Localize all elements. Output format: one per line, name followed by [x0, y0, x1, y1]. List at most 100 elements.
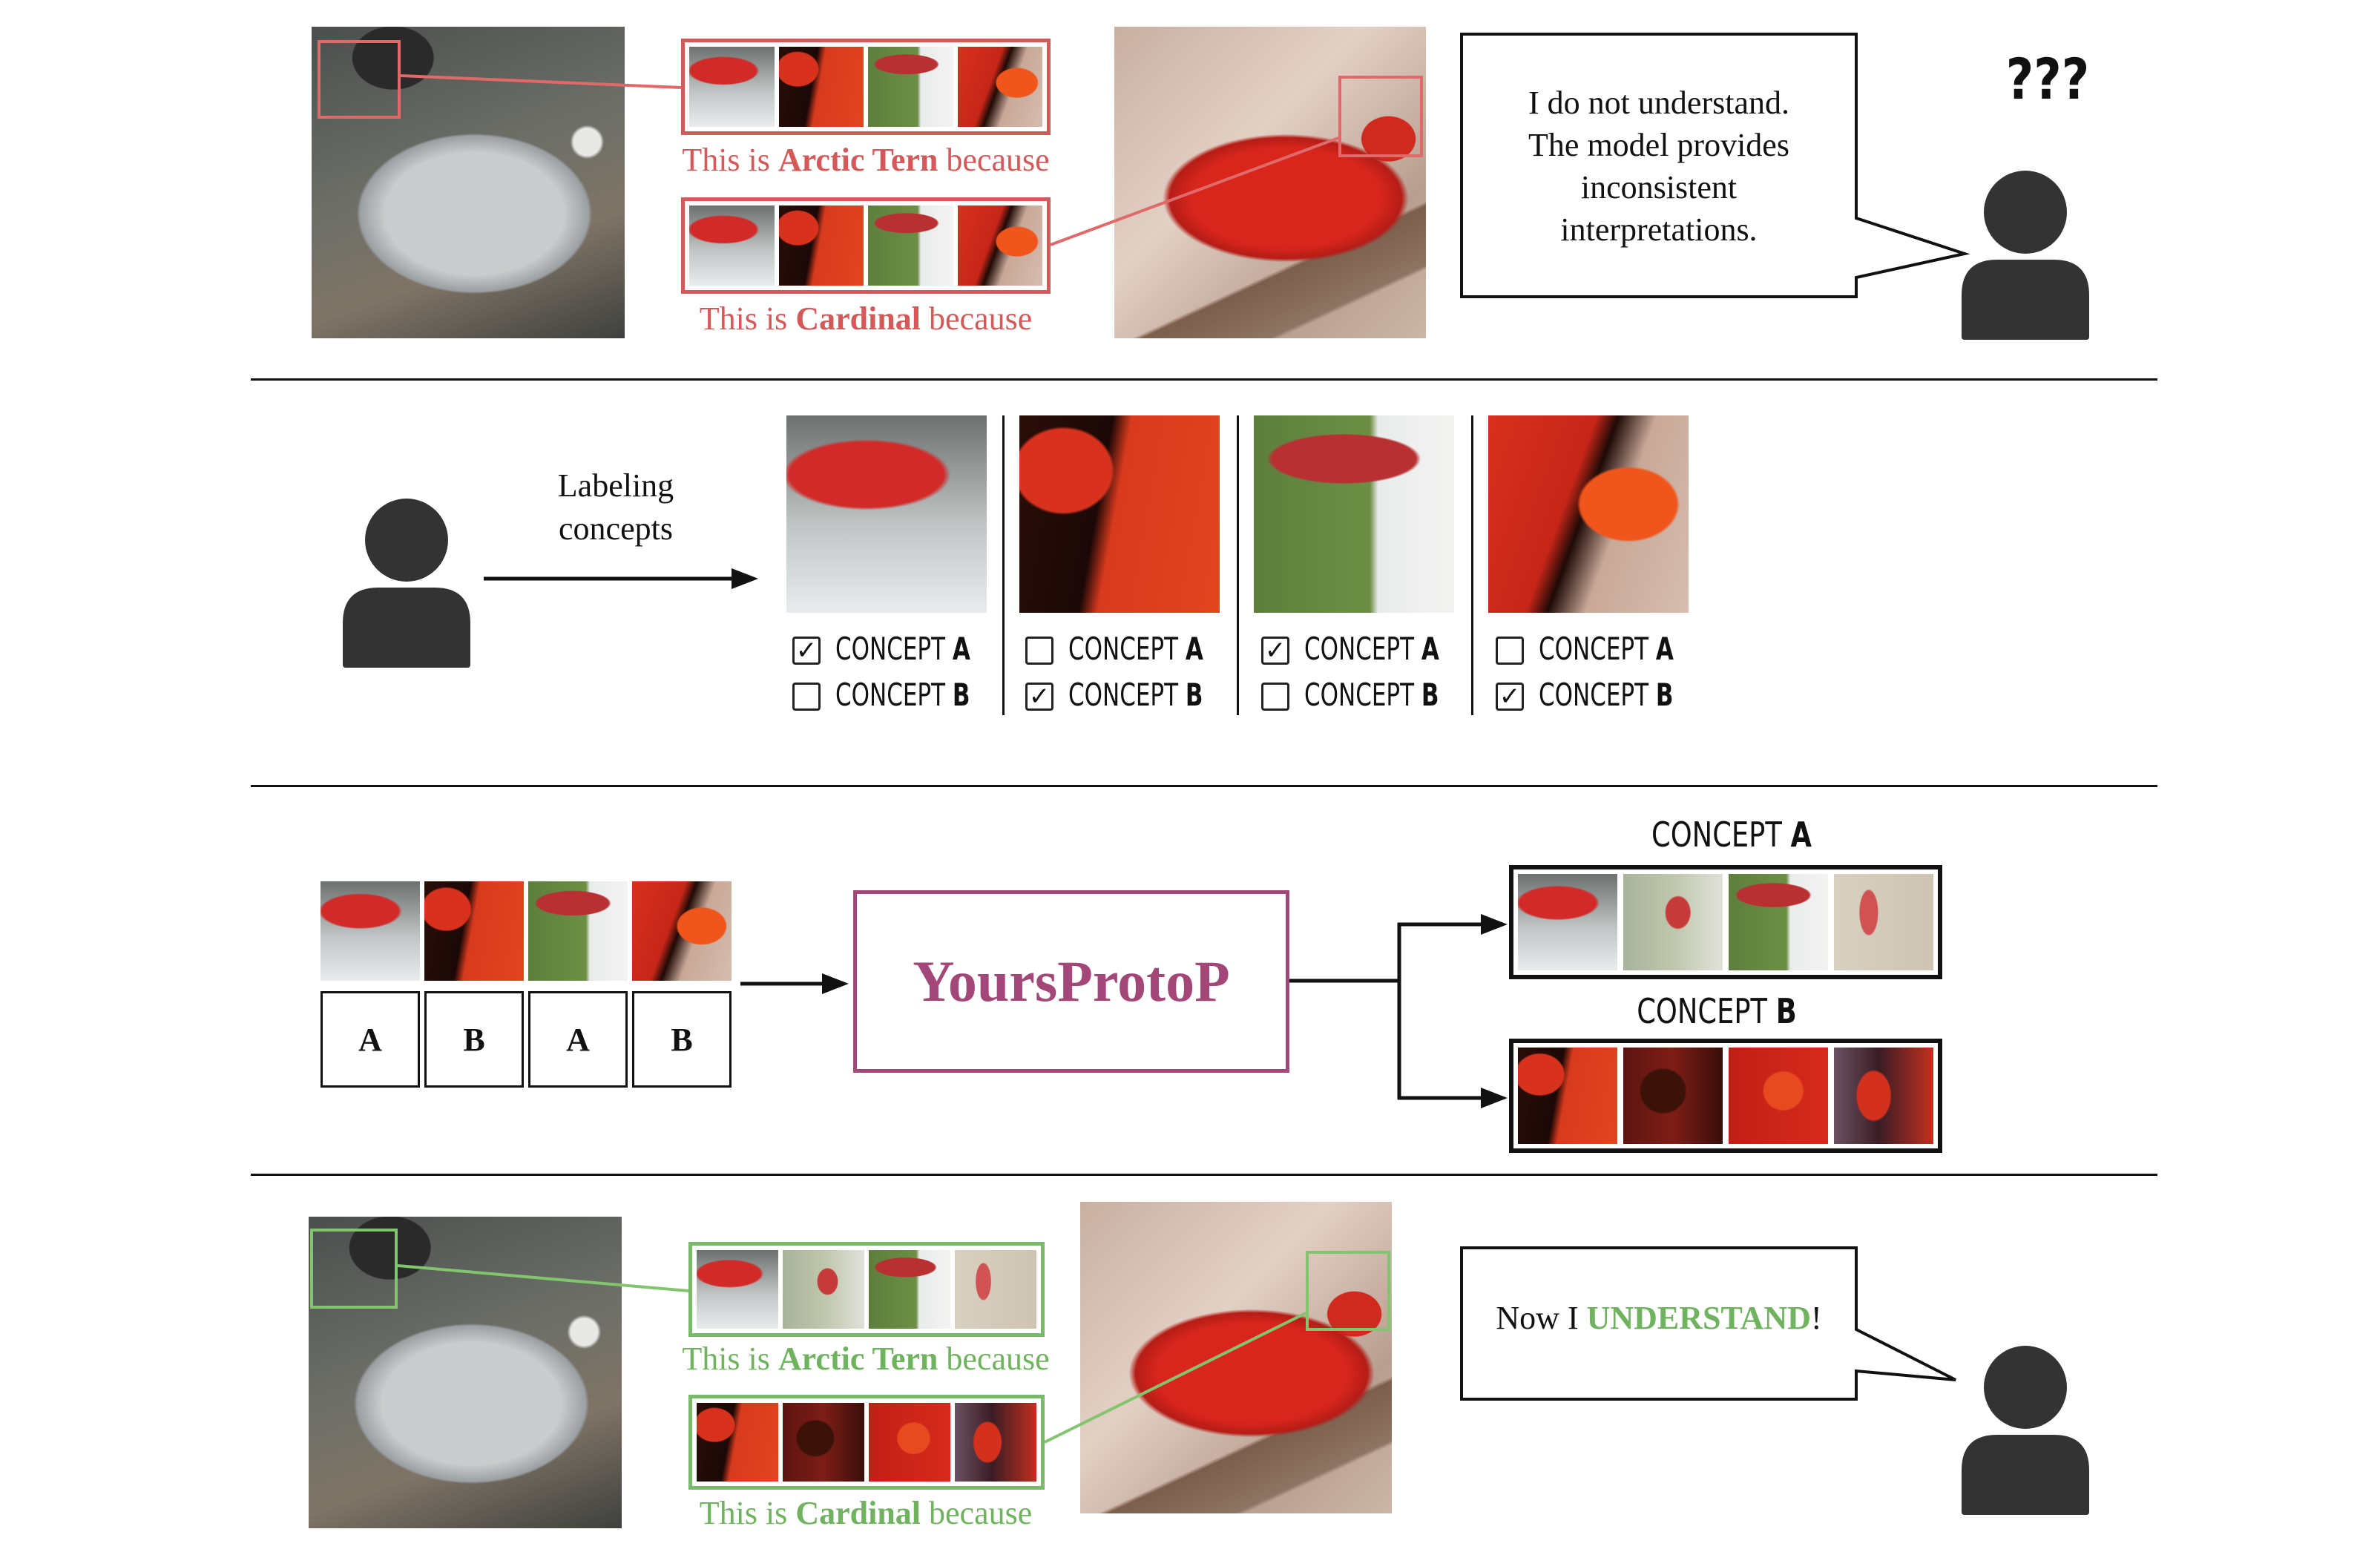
speech-bubble-icon	[1460, 1246, 1956, 1401]
concept-a-prototypes	[1509, 865, 1942, 979]
output-concept-a-title: CONCEPT A	[1651, 815, 1812, 855]
tern-beak-highlight	[318, 40, 401, 119]
arctic-tern-photo	[309, 1217, 622, 1528]
prototype-b-3	[1729, 1048, 1828, 1144]
cardinal-prototype-strip	[688, 1395, 1045, 1490]
concept-patch-4	[1488, 415, 1689, 613]
bubble-line-4: interpretations.	[1560, 211, 1758, 248]
patch-cardinal-beak	[869, 1403, 950, 1482]
cardinal-photo	[1114, 27, 1426, 338]
patch-label-box: A	[320, 991, 420, 1088]
cardinal-head-highlight	[1338, 76, 1423, 157]
patch-cardinal-face	[778, 47, 864, 127]
bubble-inconsistent: I do not understand. The model provides …	[1460, 33, 1972, 298]
patch-tern-green	[869, 1250, 950, 1329]
tern-prototype-strip	[688, 1242, 1045, 1337]
column-divider	[1471, 415, 1473, 715]
labeling-label-line-1: Labeling	[557, 467, 674, 504]
user-icon	[343, 499, 470, 668]
patch-tern-beak	[689, 47, 775, 127]
checkbox-concept-b[interactable]: ✓	[1496, 683, 1524, 711]
patch-cardinal-beak	[957, 205, 1042, 286]
output-concept-b-title: CONCEPT B	[1637, 991, 1797, 1031]
patch-label-box: A	[528, 991, 628, 1088]
bubble-suffix: !	[1810, 1300, 1822, 1336]
concept-b-label: CONCEPT B	[835, 677, 970, 713]
arrow-icon	[740, 973, 849, 994]
branch-arrows	[1289, 914, 1508, 1108]
tern-caption: This is Arctic Tern because	[682, 1341, 1050, 1377]
cardinal-photo	[1080, 1202, 1392, 1513]
cardinal-caption: This is Cardinal because	[699, 1495, 1033, 1531]
column-divider	[1002, 415, 1005, 715]
patch-tern-green	[868, 47, 953, 127]
patch-cardinal-beak	[957, 47, 1042, 127]
prototype-b-2	[1623, 1048, 1723, 1144]
arrow-icon	[484, 568, 758, 589]
concept-patch-2	[1019, 415, 1220, 613]
input-patch-3	[528, 881, 628, 981]
patch-tern-beak	[689, 205, 775, 286]
user-icon	[1962, 1346, 2089, 1515]
concept-patch-1	[786, 415, 987, 613]
prototype-a-2	[1623, 874, 1723, 970]
prototype-b-4	[1834, 1048, 1933, 1144]
checkbox-concept-a[interactable]	[1025, 637, 1053, 665]
checkbox-concept-a[interactable]	[1496, 637, 1524, 665]
concept-b-prototypes	[1509, 1039, 1942, 1153]
concept-b-label: CONCEPT B	[1304, 677, 1439, 713]
patch-tern-tail	[955, 1250, 1036, 1329]
concept-b-label: CONCEPT B	[1068, 677, 1203, 713]
checkbox-concept-a[interactable]: ✓	[792, 637, 821, 665]
patch-tern-leg	[783, 1250, 864, 1329]
cardinal-prototype-strip	[681, 197, 1051, 294]
input-patch-2	[424, 881, 524, 981]
prototype-a-4	[1834, 874, 1933, 970]
bubble-prefix: Now I	[1496, 1300, 1587, 1336]
speech-bubble-icon	[1460, 33, 1970, 298]
prototype-b-1	[1518, 1048, 1617, 1144]
cardinal-caption: This is Cardinal because	[699, 300, 1033, 337]
patch-cardinal-dark	[783, 1403, 864, 1482]
tern-prototype-strip	[681, 39, 1051, 135]
bubble-line-2: The model provides	[1528, 127, 1789, 163]
checkbox-concept-b[interactable]: ✓	[1025, 683, 1053, 711]
tern-caption: This is Arctic Tern because	[682, 142, 1050, 178]
prototype-a-3	[1729, 874, 1828, 970]
prototype-a-1	[1518, 874, 1617, 970]
bubble-line-1: I do not understand.	[1528, 85, 1789, 121]
patch-cardinal-face	[697, 1403, 778, 1482]
input-patch-4	[632, 881, 732, 981]
patch-label-box: B	[632, 991, 732, 1088]
bubble-emphasis: UNDERSTAND	[1586, 1300, 1811, 1336]
checkbox-concept-b[interactable]	[792, 683, 821, 711]
bubble-line-3: inconsistent	[1580, 169, 1738, 205]
concept-patch-3	[1254, 415, 1454, 613]
user-icon	[1962, 171, 2089, 340]
concept-a-label: CONCEPT A	[835, 631, 970, 667]
section-divider-3	[251, 1174, 2157, 1176]
concept-b-label: CONCEPT B	[1539, 677, 1674, 713]
checkbox-concept-b[interactable]	[1261, 683, 1289, 711]
patch-tern-beak	[697, 1250, 778, 1329]
labeling-label-line-2: concepts	[559, 510, 673, 547]
bubble-consistent: Now I UNDERSTAND!	[1460, 1246, 1965, 1402]
concept-a-label: CONCEPT A	[1068, 631, 1203, 667]
model-box: YoursProtoP	[853, 890, 1289, 1073]
patch-tern-green	[868, 205, 953, 286]
patch-label-box: B	[424, 991, 524, 1088]
cardinal-head-highlight	[1306, 1251, 1390, 1331]
concept-a-label: CONCEPT A	[1304, 631, 1439, 667]
column-divider	[1237, 415, 1239, 715]
section-divider-1	[251, 378, 2157, 381]
patch-cardinal-crest	[955, 1403, 1036, 1482]
concept-a-label: CONCEPT A	[1539, 631, 1674, 667]
input-patch-1	[320, 881, 420, 981]
tern-beak-highlight	[310, 1229, 398, 1309]
labeling-label: Labeling concepts	[519, 464, 712, 550]
confusion-marks: ???	[2005, 46, 2090, 112]
checkbox-concept-a[interactable]: ✓	[1261, 637, 1289, 665]
patch-cardinal-face	[778, 205, 864, 286]
